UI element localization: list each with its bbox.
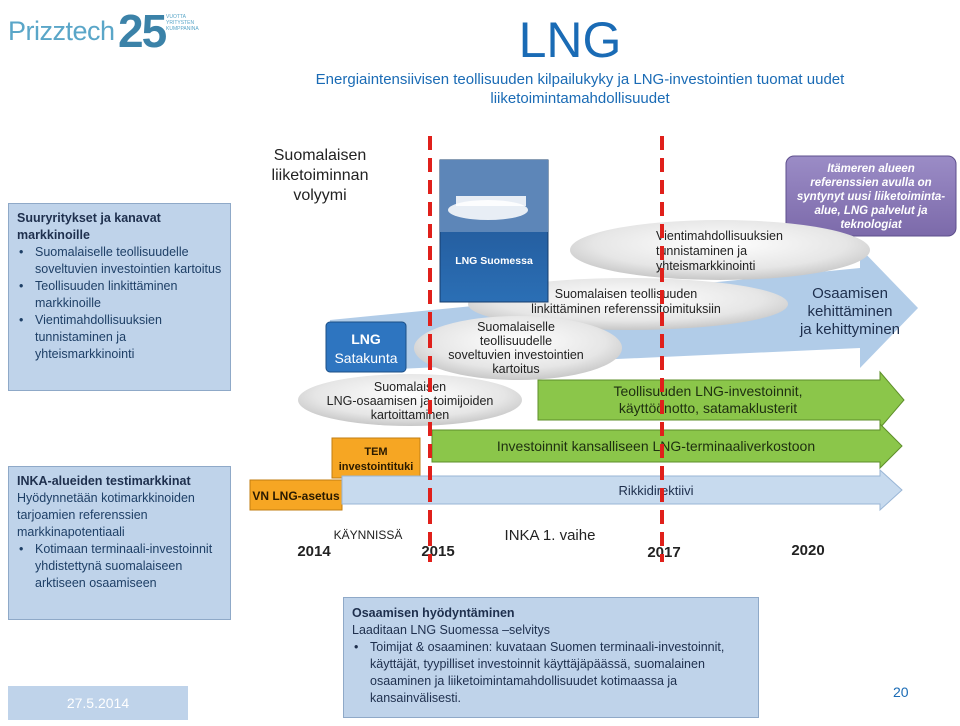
- arrow-label-line: ja kehittyminen: [799, 321, 900, 338]
- sulphur-directive-arrow: [341, 468, 903, 512]
- side-box-2-body: Hyödynnetään kotimarkkinoiden tarjoamien…: [17, 491, 195, 539]
- lng-box-title: LNG: [351, 331, 381, 347]
- year-label: 2017: [647, 544, 680, 561]
- ellipse-mapping: [298, 374, 522, 426]
- bottom-box-line1: Laaditaan LNG Suomessa –selvitys: [352, 623, 551, 637]
- green-terminal-arrow: [431, 422, 903, 470]
- tem-box-title: TEM: [364, 446, 387, 458]
- ellipse-text-line: LNG-osaamisen ja toimijoiden: [327, 394, 494, 408]
- ellipse-text-line: yhteismarkkinointi: [656, 259, 755, 273]
- page-number: 20: [893, 684, 909, 700]
- purple-text-line: alue, LNG palvelut ja: [814, 205, 928, 217]
- ellipse-text-line: Suomalaisen: [374, 380, 446, 394]
- ellipse-export: [570, 220, 870, 280]
- ellipse-investments: [414, 316, 622, 380]
- ellipse-text-line: Vientimahdollisuuksien: [656, 229, 783, 243]
- sulphur-label: Rikkidirektiivi: [618, 483, 693, 498]
- year-label: 2014: [297, 543, 331, 560]
- list-item: Vientimahdollisuuksien tunnistaminen ja …: [19, 312, 222, 363]
- side-box-inka: INKA-alueiden testimarkkinat Hyödynnetää…: [8, 466, 231, 620]
- ellipse-link-text: Suomalaisen teollisuuden linkittäminen r…: [531, 287, 721, 316]
- ellipse-text-line: kartoitus: [492, 362, 539, 376]
- tem-box-subtitle: investointituki: [339, 461, 414, 473]
- purple-text-line: syntynyt uusi liiketoiminta-: [797, 191, 945, 203]
- year-label: 2020: [791, 542, 824, 559]
- lng-suomessa-book-image: LNG Suomessa: [439, 159, 549, 303]
- ellipse-text-line: tunnistaminen ja: [656, 244, 747, 258]
- side-box-large-companies: Suuryritykset ja kanavat markkinoille Su…: [8, 203, 231, 391]
- logo-text: Prizztech: [8, 16, 115, 46]
- list-item: Toimijat & osaaminen: kuvataan Suomen te…: [354, 639, 750, 707]
- volume-axis-label: Suomalaisen liiketoiminnan volyymi: [272, 147, 369, 204]
- vn-lng-asetus-box: [249, 479, 343, 511]
- ellipse-text-line: linkittäminen referenssitoimituksiin: [531, 302, 721, 316]
- axis-label-line: volyymi: [293, 187, 346, 204]
- ellipse-investments-text: Suomalaiselle teollisuudelle soveltuvien…: [448, 320, 584, 376]
- green-bar-text-line: käyttöönotto, satamaklusterit: [619, 400, 797, 416]
- list-item: Teollisuuden linkittäminen markkinoille: [19, 278, 222, 312]
- competence-utilization-box: Osaamisen hyödyntäminen Laaditaan LNG Su…: [343, 597, 759, 718]
- ellipse-export-text: Vientimahdollisuuksien tunnistaminen ja …: [656, 229, 783, 273]
- lng-box-subtitle: Satakunta: [334, 350, 397, 366]
- inka-phase-label: INKA 1. vaihe: [505, 527, 596, 544]
- running-label: KÄYNNISSÄ: [334, 528, 403, 542]
- page-title: LNG: [518, 12, 622, 68]
- green-bar-2-text: Investoinnit kansalliseen LNG-terminaali…: [497, 438, 815, 454]
- arrow-label-line: kehittäminen: [807, 303, 892, 320]
- purple-box-text: Itämeren alueen referenssien avulla on s…: [797, 163, 945, 231]
- ellipse-text-line: teollisuudelle: [480, 334, 552, 348]
- purple-text-line: teknologiat: [840, 219, 903, 231]
- green-bar-text-line: Teollisuuden LNG-investoinnit,: [613, 383, 802, 399]
- page-subtitle: Energiaintensiivisen teollisuuden kilpai…: [315, 71, 845, 107]
- ellipse-text-line: kartoittaminen: [371, 408, 450, 422]
- purple-new-business-box: [785, 155, 957, 237]
- axis-label-line: liiketoiminnan: [272, 167, 369, 184]
- competence-arrow-label: Osaamisen kehittäminen ja kehittyminen: [799, 285, 900, 338]
- green-industry-arrow: [537, 370, 905, 430]
- logo-tagline: VUOTTA YRITYSTEN KUMPPANINA: [166, 14, 199, 32]
- list-item: Suomalaiselle teollisuudelle soveltuvien…: [19, 244, 222, 278]
- arrow-label-line: Osaamisen: [812, 285, 888, 302]
- ellipse-text-line: soveltuvien investointien: [448, 348, 584, 362]
- purple-text-line: referenssien avulla on: [810, 177, 931, 189]
- side-box-2-list: Kotimaan terminaali-investoinnit yhdiste…: [17, 541, 222, 592]
- list-item: Kotimaan terminaali-investoinnit yhdiste…: [19, 541, 222, 592]
- side-box-2-heading: INKA-alueiden testimarkkinat: [17, 474, 191, 488]
- bottom-box-list: Toimijat & osaaminen: kuvataan Suomen te…: [352, 639, 750, 707]
- book-title: LNG Suomessa: [455, 255, 533, 267]
- axis-label-line: Suomalaisen: [274, 147, 367, 164]
- timeline: KÄYNNISSÄ INKA 1. vaihe 2014 2015 2017 2…: [297, 527, 824, 561]
- lng-satakunta-box: [325, 321, 407, 373]
- year-label: 2015: [421, 543, 454, 560]
- side-box-1-heading: Suuryritykset ja kanavat markkinoille: [17, 211, 161, 242]
- side-box-1-list: Suomalaiselle teollisuudelle soveltuvien…: [17, 244, 222, 363]
- date-footer: 27.5.2014: [8, 686, 188, 720]
- ellipse-text-line: Suomalaiselle: [477, 320, 555, 334]
- purple-text-line: Itämeren alueen: [827, 163, 915, 175]
- logo-number: 25: [118, 5, 167, 57]
- ellipse-text-line: Suomalaisen teollisuuden: [555, 287, 698, 301]
- bottom-box-heading: Osaamisen hyödyntäminen: [352, 606, 515, 620]
- vn-box-label: VN LNG-asetus: [252, 489, 340, 503]
